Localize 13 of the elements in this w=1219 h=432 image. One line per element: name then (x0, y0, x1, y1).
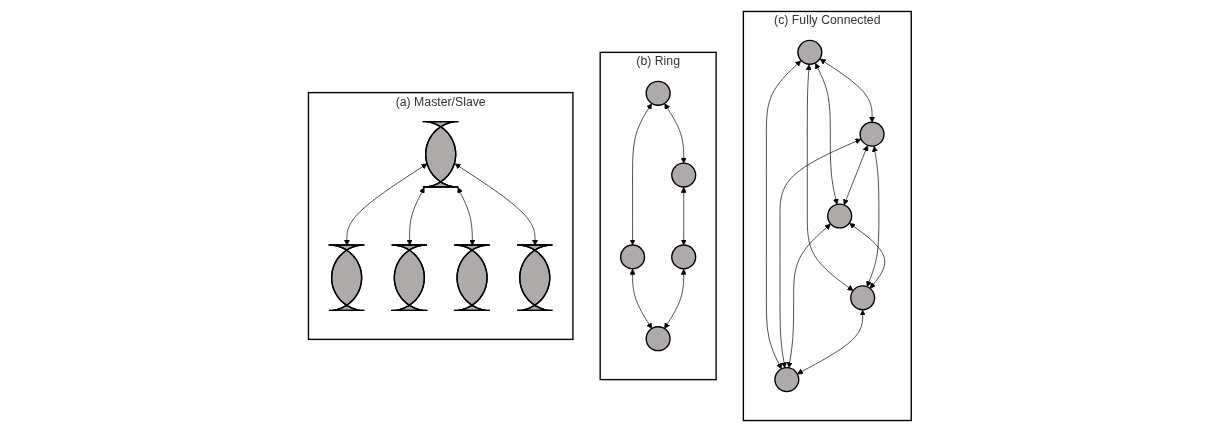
node-circle (859, 121, 885, 147)
node-circle (670, 162, 696, 188)
node-circle (645, 80, 671, 106)
node-circle (773, 367, 800, 393)
cluster: (c) Fully Connected (742, 10, 912, 422)
cluster: (a) Master/Slave (307, 91, 574, 341)
cluster: (b) Ring (599, 51, 717, 381)
node-circle (645, 326, 671, 352)
node-circle (826, 203, 852, 229)
node-circle (670, 244, 696, 270)
node-circle (849, 285, 875, 311)
node-circle (796, 39, 823, 65)
node-circle (619, 244, 645, 270)
